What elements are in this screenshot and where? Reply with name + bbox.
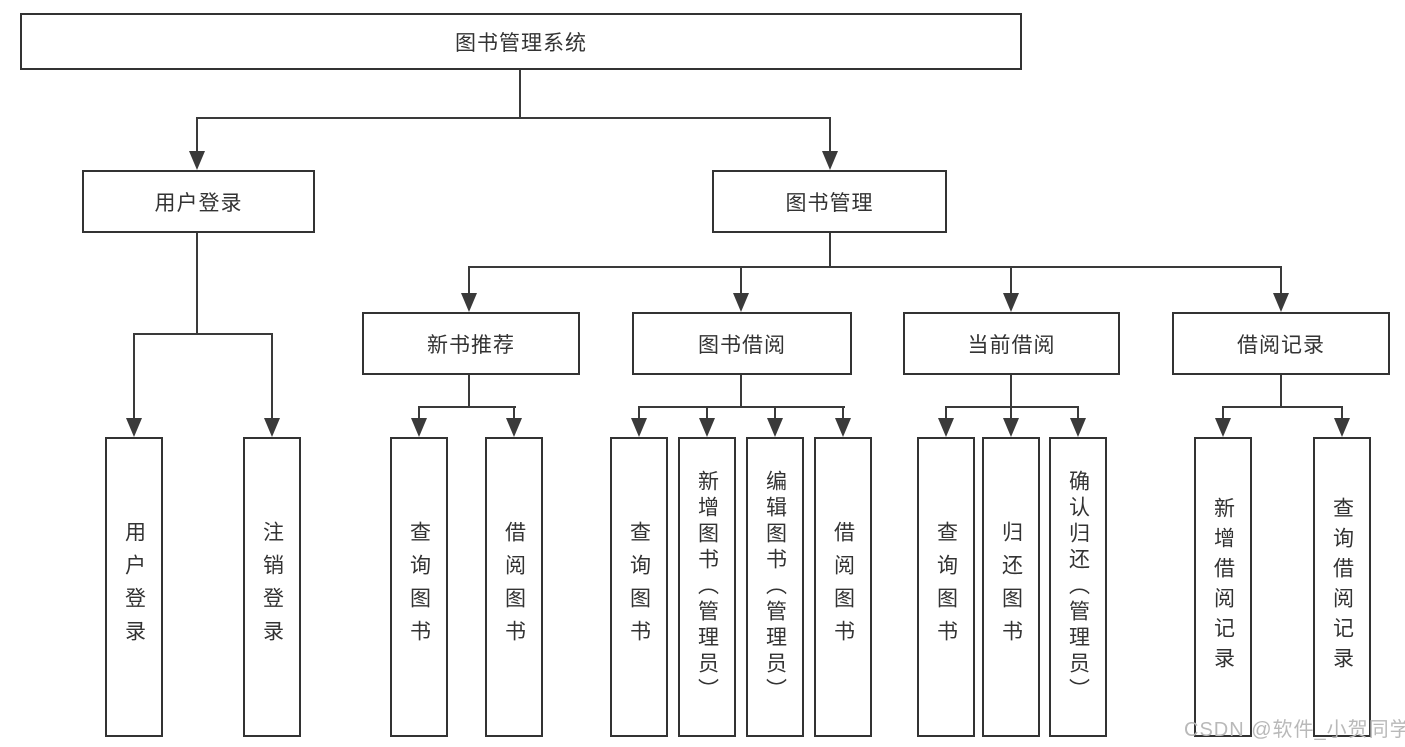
connector-line — [842, 406, 844, 420]
connector-line — [468, 266, 470, 296]
leaf-query-borrow-record: 查询借阅记录 — [1313, 437, 1371, 737]
connector-line — [829, 117, 831, 155]
node-label: 图书管理系统 — [455, 31, 587, 55]
connector-line — [1222, 406, 1343, 408]
csdn-watermark: CSDN @软件_小贺同学 — [1184, 719, 1405, 741]
leaf-label: 借阅图书 — [502, 521, 526, 653]
arrow-down-icon — [631, 418, 647, 437]
arrow-down-icon — [822, 151, 838, 170]
leaf-label: 查询图书 — [407, 521, 431, 653]
node-new-book-recommendation: 新书推荐 — [362, 312, 580, 375]
connector-line — [945, 406, 947, 420]
connector-line — [133, 333, 135, 421]
connector-line — [196, 233, 198, 335]
connector-line — [1010, 266, 1012, 296]
connector-line — [196, 117, 198, 155]
connector-line — [513, 406, 515, 420]
leaf-borrow-books-recommend: 借阅图书 — [485, 437, 543, 737]
arrow-down-icon — [1334, 418, 1350, 437]
connector-line — [196, 117, 831, 119]
arrow-down-icon — [733, 293, 749, 312]
leaf-add-borrow-record: 新增借阅记录 — [1194, 437, 1252, 737]
leaf-label: 查询借阅记录 — [1330, 497, 1354, 677]
leaf-return-books: 归还图书 — [982, 437, 1040, 737]
node-label: 图书管理 — [785, 191, 874, 215]
arrow-down-icon — [767, 418, 783, 437]
connector-line — [774, 406, 776, 420]
connector-line — [1280, 375, 1282, 408]
connector-line — [519, 70, 521, 119]
connector-line — [706, 406, 708, 420]
node-library-management-system: 图书管理系统 — [20, 13, 1022, 70]
leaf-query-books-current: 查询图书 — [917, 437, 975, 737]
arrow-down-icon — [938, 418, 954, 437]
connector-line — [468, 266, 1282, 268]
leaf-query-books-borrowing: 查询图书 — [610, 437, 668, 737]
node-borrowing-records: 借阅记录 — [1172, 312, 1390, 375]
node-current-borrowing: 当前借阅 — [903, 312, 1120, 375]
connector-line — [1077, 406, 1079, 420]
leaf-user-login: 用户登录 — [105, 437, 163, 737]
node-user-login: 用户登录 — [82, 170, 315, 233]
leaf-label: 确认归还（管理员） — [1066, 470, 1090, 704]
arrow-down-icon — [699, 418, 715, 437]
leaf-edit-book-admin: 编辑图书（管理员） — [746, 437, 804, 737]
arrow-down-icon — [835, 418, 851, 437]
arrow-down-icon — [461, 293, 477, 312]
leaf-label: 用户登录 — [122, 521, 146, 653]
connector-line — [418, 406, 516, 408]
node-label: 借阅记录 — [1237, 333, 1325, 357]
arrow-down-icon — [1070, 418, 1086, 437]
node-label: 图书借阅 — [698, 333, 786, 357]
arrow-down-icon — [411, 418, 427, 437]
arrow-down-icon — [264, 418, 280, 437]
node-label: 用户登录 — [154, 191, 243, 215]
arrow-down-icon — [1215, 418, 1231, 437]
connector-line — [133, 333, 273, 335]
node-label: 新书推荐 — [427, 333, 515, 357]
connector-line — [418, 406, 420, 420]
connector-line — [638, 406, 640, 420]
connector-line — [1010, 375, 1012, 408]
leaf-label: 借阅图书 — [831, 521, 855, 653]
connector-line — [638, 406, 845, 408]
node-book-borrowing: 图书借阅 — [632, 312, 852, 375]
leaf-label: 编辑图书（管理员） — [763, 470, 787, 704]
connector-line — [740, 375, 742, 408]
arrow-down-icon — [506, 418, 522, 437]
leaf-query-books-recommend: 查询图书 — [390, 437, 448, 737]
arrow-down-icon — [126, 418, 142, 437]
leaf-label: 查询图书 — [627, 521, 651, 653]
connector-line — [1222, 406, 1224, 420]
node-label: 当前借阅 — [967, 333, 1056, 357]
leaf-logout: 注销登录 — [243, 437, 301, 737]
leaf-add-book-admin: 新增图书（管理员） — [678, 437, 736, 737]
connector-line — [945, 406, 1079, 408]
connector-line — [1341, 406, 1343, 420]
leaf-label: 注销登录 — [260, 521, 284, 653]
leaf-borrow-books-borrowing: 借阅图书 — [814, 437, 872, 737]
leaf-label: 新增借阅记录 — [1211, 497, 1235, 677]
arrow-down-icon — [1273, 293, 1289, 312]
arrow-down-icon — [1003, 418, 1019, 437]
arrow-down-icon — [189, 151, 205, 170]
arrow-down-icon — [1003, 293, 1019, 312]
leaf-label: 新增图书（管理员） — [695, 470, 719, 704]
connector-line — [468, 375, 470, 408]
connector-line — [1280, 266, 1282, 296]
leaf-label: 查询图书 — [934, 521, 958, 653]
connector-line — [1010, 406, 1012, 420]
node-book-management: 图书管理 — [712, 170, 947, 233]
connector-line — [271, 333, 273, 421]
leaf-confirm-return-admin: 确认归还（管理员） — [1049, 437, 1107, 737]
connector-line — [740, 266, 742, 296]
connector-line — [829, 233, 831, 268]
leaf-label: 归还图书 — [999, 521, 1023, 653]
